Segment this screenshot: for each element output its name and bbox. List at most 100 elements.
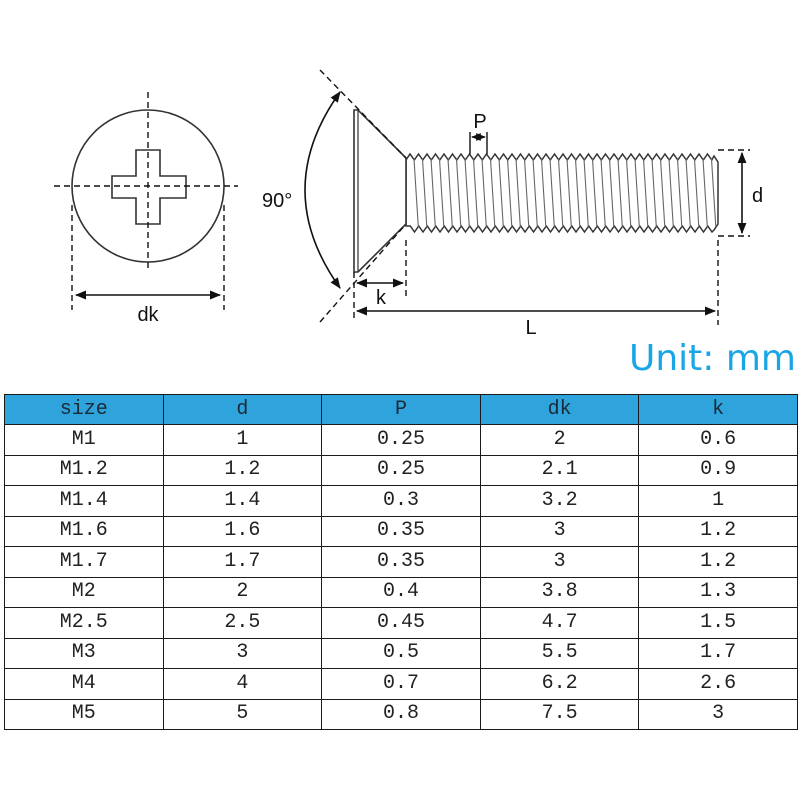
table-cell: 0.8 bbox=[321, 698, 481, 730]
thread-line bbox=[523, 158, 530, 228]
L-label: L bbox=[525, 317, 536, 339]
table-cell: 0.5 bbox=[321, 637, 481, 669]
table-cell: 6.2 bbox=[479, 668, 640, 700]
pitch-label: P bbox=[473, 111, 486, 133]
angle-extension-lower bbox=[319, 223, 407, 323]
screw-head-top-view: dk bbox=[54, 92, 238, 326]
table-cell: 1.7 bbox=[638, 637, 798, 669]
table-cell: 1.3 bbox=[638, 576, 798, 608]
table-cell: 2 bbox=[479, 424, 640, 456]
thread-line bbox=[651, 158, 657, 228]
table-row: M1.7 1.7 0.35 3 1.2 bbox=[4, 546, 798, 578]
table-cell: 3 bbox=[638, 698, 798, 730]
thread-line bbox=[506, 158, 513, 228]
screw-side-view: 90° P d k L bbox=[262, 69, 763, 339]
table-cell: 3.8 bbox=[479, 576, 640, 608]
table-cell: 1.2 bbox=[162, 454, 323, 486]
table-cell: 2.1 bbox=[479, 454, 640, 486]
table-cell: M1.4 bbox=[4, 485, 164, 517]
table-row: M4 4 0.7 6.2 2.6 bbox=[4, 668, 798, 700]
table-cell: 1.7 bbox=[162, 546, 323, 578]
thread-line bbox=[617, 158, 623, 228]
thread-line bbox=[532, 158, 538, 228]
thread-line bbox=[413, 158, 419, 228]
unit-label: Unit: mm bbox=[629, 338, 796, 379]
table-cell: 1.6 bbox=[162, 515, 323, 547]
table-cell: M3 bbox=[4, 637, 164, 669]
table-cell: 0.35 bbox=[321, 515, 481, 547]
thread-line bbox=[447, 158, 453, 228]
thread-line bbox=[676, 158, 683, 228]
table-cell: M5 bbox=[4, 698, 164, 730]
table-cell: 0.3 bbox=[321, 485, 481, 517]
thread-line bbox=[557, 158, 564, 228]
table-row: M1.6 1.6 0.35 3 1.2 bbox=[4, 515, 798, 547]
table-cell: 3.2 bbox=[479, 485, 640, 517]
table-cell: M2.5 bbox=[4, 607, 164, 639]
table-cell: 2.6 bbox=[638, 668, 798, 700]
thread-line bbox=[540, 158, 547, 228]
table-cell: 1 bbox=[162, 424, 323, 456]
table-cell: 0.7 bbox=[321, 668, 481, 700]
table-cell: 1.2 bbox=[638, 546, 798, 578]
column-header-p: P bbox=[321, 394, 481, 425]
thread-line bbox=[600, 158, 606, 228]
thread-lines bbox=[413, 158, 717, 228]
dk-label: dk bbox=[137, 304, 159, 326]
countersunk-head bbox=[353, 109, 407, 273]
thread-line bbox=[634, 158, 640, 228]
angle-arc-arrow bbox=[304, 91, 341, 289]
table-cell: 5 bbox=[162, 698, 323, 730]
thread-line bbox=[489, 158, 496, 228]
k-label: k bbox=[376, 287, 387, 309]
table-header-row: size d P dk k bbox=[4, 394, 798, 425]
table-cell: 1.5 bbox=[638, 607, 798, 639]
table-cell: 2 bbox=[162, 576, 323, 608]
threaded-shank bbox=[405, 152, 719, 234]
thread-line bbox=[608, 158, 615, 228]
thread-line bbox=[421, 158, 428, 228]
table-cell: 1 bbox=[638, 485, 798, 517]
specification-table: size d P dk k M1 1 0.25 2 0.6 M1.2 1.2 0… bbox=[4, 394, 798, 730]
table-cell: M1.2 bbox=[4, 454, 164, 486]
thread-line bbox=[685, 158, 691, 228]
thread-line bbox=[464, 158, 470, 228]
table-cell: 5.5 bbox=[479, 637, 640, 669]
thread-line bbox=[659, 158, 666, 228]
table-cell: 3 bbox=[479, 546, 640, 578]
table-cell: 0.35 bbox=[321, 546, 481, 578]
table-cell: 2.5 bbox=[162, 607, 323, 639]
table-cell: 0.25 bbox=[321, 424, 481, 456]
table-cell: 1.4 bbox=[162, 485, 323, 517]
table-cell: M1.7 bbox=[4, 546, 164, 578]
table-row: M2 2 0.4 3.8 1.3 bbox=[4, 576, 798, 608]
table-cell: M1 bbox=[4, 424, 164, 456]
thread-line bbox=[498, 158, 504, 228]
table-cell: 0.6 bbox=[638, 424, 798, 456]
thread-line bbox=[642, 158, 649, 228]
table-cell: 3 bbox=[479, 515, 640, 547]
table-cell: 0.9 bbox=[638, 454, 798, 486]
table-cell: 4.7 bbox=[479, 607, 640, 639]
column-header-d: d bbox=[162, 394, 323, 425]
thread-line bbox=[472, 158, 479, 228]
thread-line bbox=[693, 158, 700, 228]
thread-line bbox=[515, 158, 521, 228]
table-row: M5 5 0.8 7.5 3 bbox=[4, 698, 798, 730]
table-row: M3 3 0.5 5.5 1.7 bbox=[4, 637, 798, 669]
thread-line bbox=[702, 158, 708, 228]
thread-line bbox=[625, 158, 632, 228]
thread-line bbox=[438, 158, 445, 228]
thread-line bbox=[481, 158, 487, 228]
table-row: M1 1 0.25 2 0.6 bbox=[4, 424, 798, 456]
thread-line bbox=[574, 158, 581, 228]
thread-line bbox=[583, 158, 589, 228]
thread-line bbox=[549, 158, 555, 228]
column-header-size: size bbox=[4, 394, 164, 425]
table-cell: 7.5 bbox=[479, 698, 640, 730]
phillips-cross-recess bbox=[111, 149, 187, 225]
table-cell: 4 bbox=[162, 668, 323, 700]
screw-dimension-diagram: dk 90° P d k L bbox=[54, 69, 763, 339]
table-cell: M1.6 bbox=[4, 515, 164, 547]
table-cell: 1.2 bbox=[638, 515, 798, 547]
